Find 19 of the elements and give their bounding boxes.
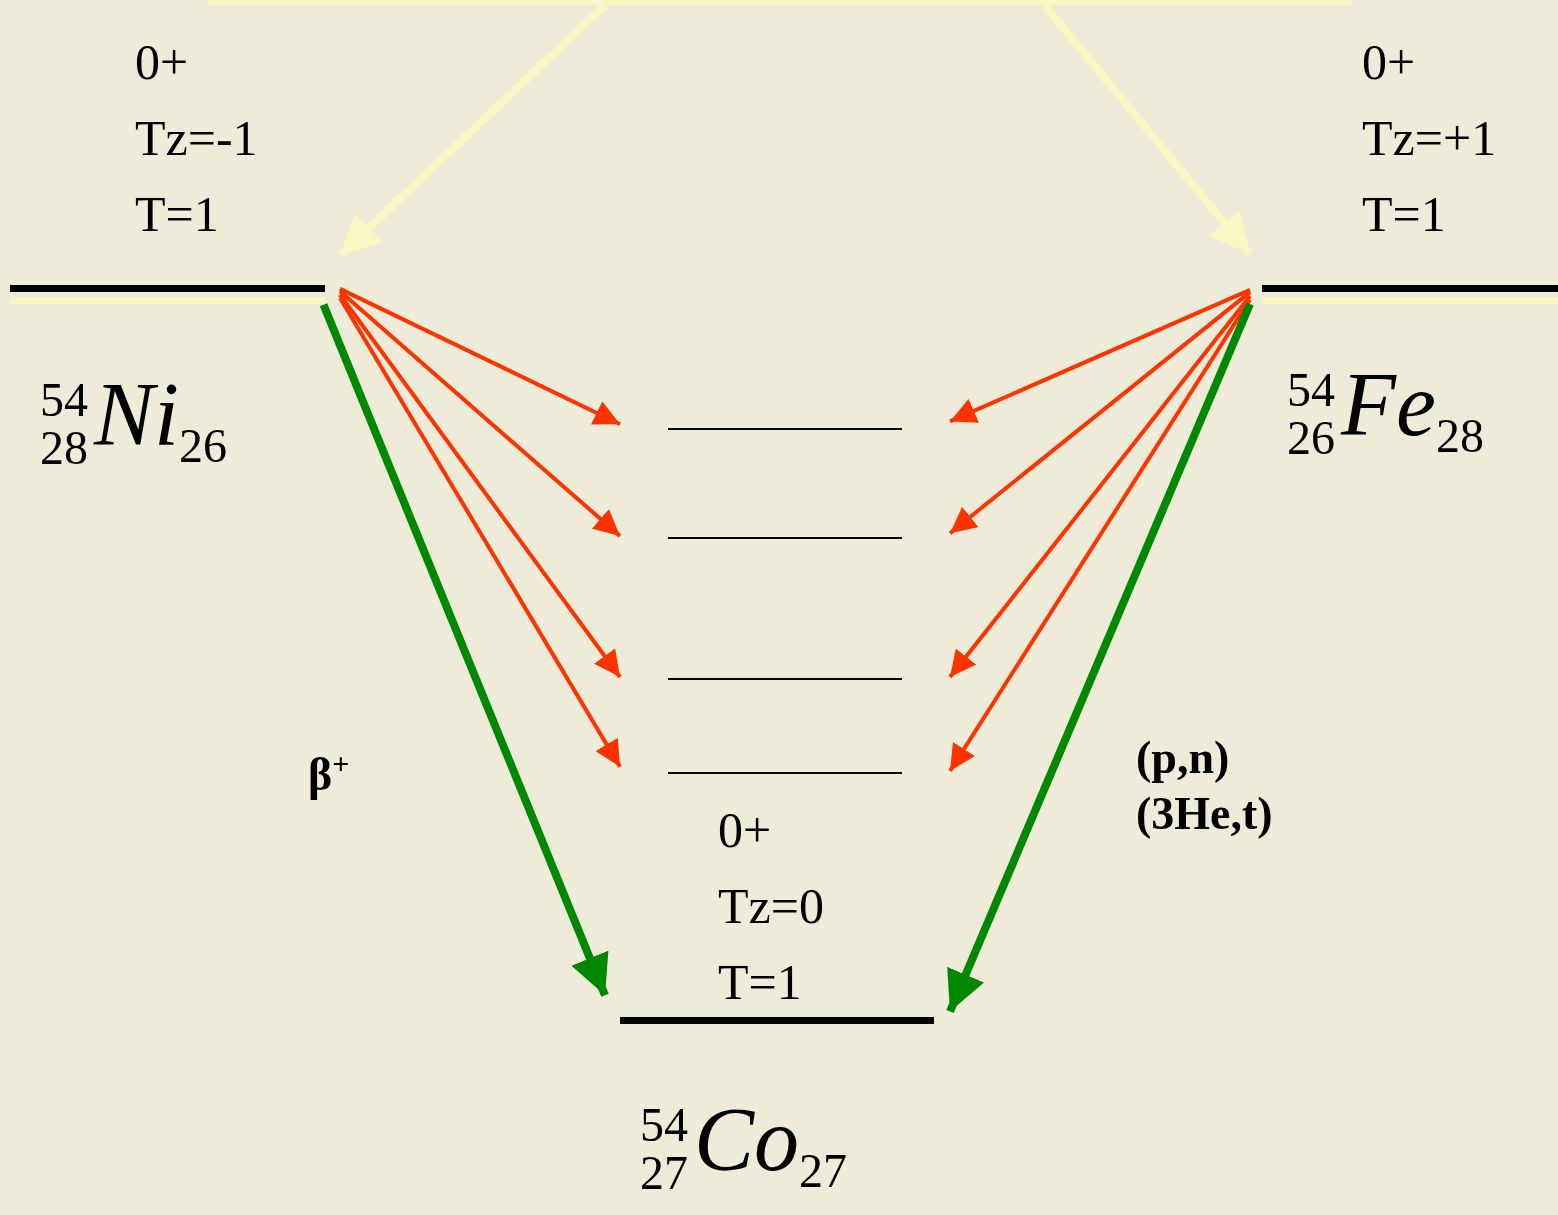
arrow [948,290,1252,535]
isospin-label: T=1 [718,954,802,1010]
arrow [338,293,622,679]
arrow [949,288,1251,424]
isospin-projection-label: Tz=0 [718,878,824,934]
spin-parity-label: 0+ [135,34,189,90]
arrow [319,303,609,997]
arrow [948,298,1252,773]
isospin-label: T=1 [135,186,219,242]
spin-parity-label: 0+ [718,802,772,858]
isospin-projection-label: Tz=-1 [135,110,258,166]
isospin-projection-label: Tz=+1 [1362,110,1497,166]
arrow [338,289,622,538]
arrow [338,296,622,768]
arrow [339,287,621,426]
isospin-label: T=1 [1362,186,1446,242]
arrow [948,294,1252,679]
spin-parity-label: 0+ [1362,34,1416,90]
arrow [946,302,1254,1014]
